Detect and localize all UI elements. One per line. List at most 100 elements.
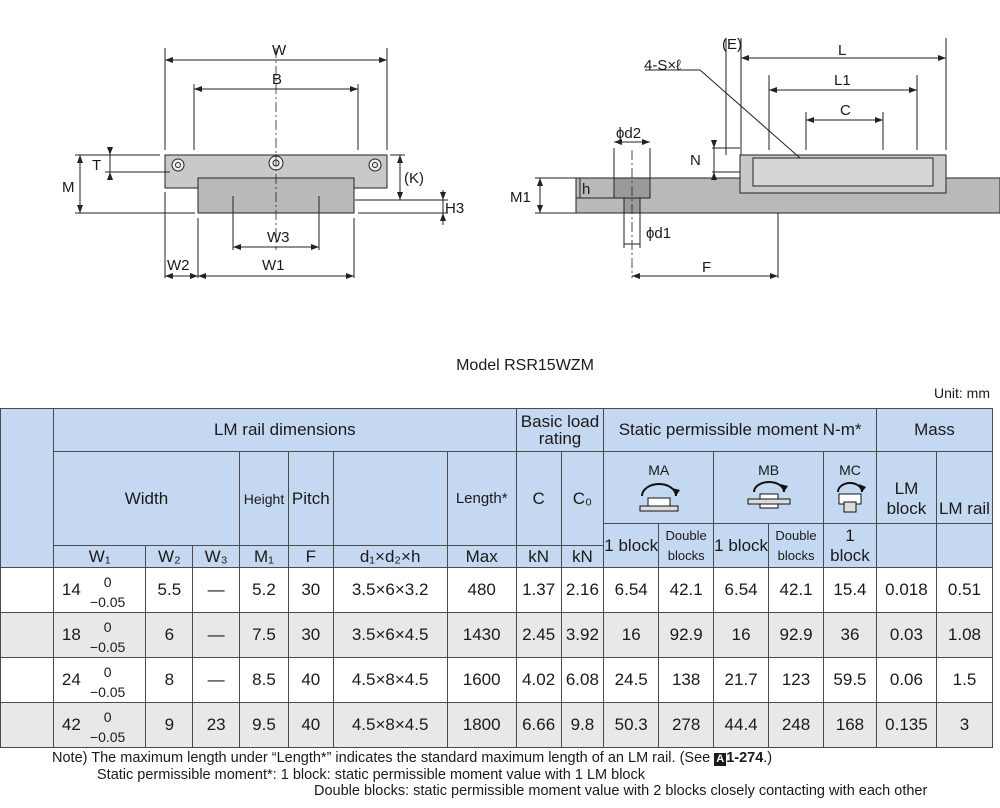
ref-page: 1-274	[726, 750, 764, 766]
hdr-dxdxh: d₁×d₂×h	[332, 545, 448, 568]
cell-MB1: 44.4	[713, 702, 770, 748]
cell-MA2: 278	[658, 702, 715, 748]
hdr-MA-1block: 1 block	[603, 523, 660, 568]
note-line-1: Note) The maximum length under “Length*”…	[52, 750, 927, 767]
model-cell	[0, 657, 54, 703]
dim-T: T	[92, 157, 101, 174]
cell-C: 1.37	[515, 567, 562, 613]
cell-MB2: 92.9	[768, 612, 824, 658]
cell-MC: 168	[823, 702, 877, 748]
cell-len: 1430	[446, 612, 517, 658]
dim-M1: M1	[510, 189, 531, 206]
cell-MB2: 248	[768, 702, 824, 748]
dim-d1: ϕd1	[646, 225, 671, 242]
cell-MB2: 123	[768, 657, 824, 703]
tol-lower: −0.05	[89, 729, 126, 745]
cell-C0: 2.16	[560, 567, 605, 613]
hdr-max: Max	[446, 545, 517, 568]
dim-M: M	[62, 179, 75, 196]
hdr-W3: W₃	[192, 545, 241, 568]
cell-W2: 9	[145, 702, 194, 748]
hdr-MC-1block: 1 block	[823, 523, 877, 568]
tol-upper: 0	[103, 664, 112, 680]
unit-label: Unit: mm	[934, 385, 990, 401]
cell-F: 40	[287, 702, 334, 748]
cell-M1: 9.5	[239, 702, 289, 748]
dim-W: W	[272, 42, 287, 59]
model-title: Model RSR15WZM	[456, 357, 594, 374]
cell-MA1: 6.54	[603, 567, 660, 613]
cell-W3: —	[192, 567, 241, 613]
cell-W1: 14 0 −0.05	[52, 567, 147, 613]
hdr-blank-block	[875, 523, 937, 568]
W1-tolerance: 0 −0.05	[90, 572, 125, 612]
hdr-C0: C₀	[560, 451, 605, 546]
ref-box: A	[714, 753, 727, 766]
hdr-width: Width	[52, 451, 241, 546]
cell-W3: 23	[192, 702, 241, 748]
cell-MA2: 42.1	[658, 567, 715, 613]
dim-C: C	[840, 102, 851, 119]
cell-block: 0.06	[875, 657, 937, 703]
hdr-MB-1block: 1 block	[713, 523, 770, 568]
hdr-lm-rail: LM rail	[935, 451, 994, 524]
hdr-F: F	[287, 545, 334, 568]
tol-upper: 0	[103, 709, 112, 725]
hdr-kN-C0: kN	[560, 545, 605, 568]
model-cell	[0, 612, 54, 658]
cell-F: 30	[287, 567, 334, 613]
dim-W2: W2	[167, 257, 190, 274]
MC-rotation-icon	[836, 481, 866, 512]
hdr-M1: M₁	[239, 545, 289, 568]
hdr-kN-C: kN	[515, 545, 562, 568]
cell-MB1: 16	[713, 612, 770, 658]
cell-MC: 36	[823, 612, 877, 658]
dim-S: 4-S×ℓ	[644, 57, 681, 74]
cell-W2: 5.5	[145, 567, 194, 613]
cell-rail: 1.08	[935, 612, 994, 658]
technical-drawing: W B T M (K) H3 W3 W2 W1	[62, 36, 1000, 279]
dim-h: h	[582, 181, 590, 198]
cell-MB2: 42.1	[768, 567, 824, 613]
cell-M1: 8.5	[239, 657, 289, 703]
cell-MB1: 21.7	[713, 657, 770, 703]
MB-label: MB	[758, 461, 780, 478]
tol-upper: 0	[103, 574, 112, 590]
hdr-pitch: Pitch	[287, 451, 334, 546]
cell-MC: 15.4	[823, 567, 877, 613]
cell-MA1: 24.5	[603, 657, 660, 703]
cell-W2: 6	[145, 612, 194, 658]
W1-tolerance: 0 −0.05	[90, 662, 125, 702]
cell-d: 4.5×8×4.5	[332, 657, 448, 703]
W1-value: 18	[61, 625, 81, 644]
W1-tolerance: 0 −0.05	[90, 707, 125, 747]
dim-W3: W3	[267, 229, 290, 246]
cell-MA2: 138	[658, 657, 715, 703]
note-text-a: Note) The maximum length under “Length*”…	[52, 750, 715, 766]
dim-N: N	[690, 152, 701, 169]
cell-MA2: 92.9	[658, 612, 715, 658]
hdr-C: C	[515, 451, 562, 546]
tol-lower: −0.05	[89, 594, 126, 610]
hdr-d-blank	[332, 451, 448, 546]
dim-F: F	[702, 259, 711, 276]
cell-block: 0.135	[875, 702, 937, 748]
tol-lower: −0.05	[89, 684, 126, 700]
dim-E: (E)	[722, 36, 742, 53]
hdr-blank-rail	[935, 523, 994, 568]
cell-rail: 0.51	[935, 567, 994, 613]
cell-len: 480	[446, 567, 517, 613]
hdr-MA-double: Double blocks	[658, 523, 715, 568]
dim-L: L	[838, 42, 846, 59]
W1-value: 14	[61, 580, 81, 599]
cell-rail: 1.5	[935, 657, 994, 703]
hdr-basic-load-rating: Basic load rating	[515, 408, 605, 452]
cell-C0: 3.92	[560, 612, 605, 658]
cell-rail: 3	[935, 702, 994, 748]
cell-d: 3.5×6×4.5	[332, 612, 448, 658]
cell-W3: —	[192, 612, 241, 658]
